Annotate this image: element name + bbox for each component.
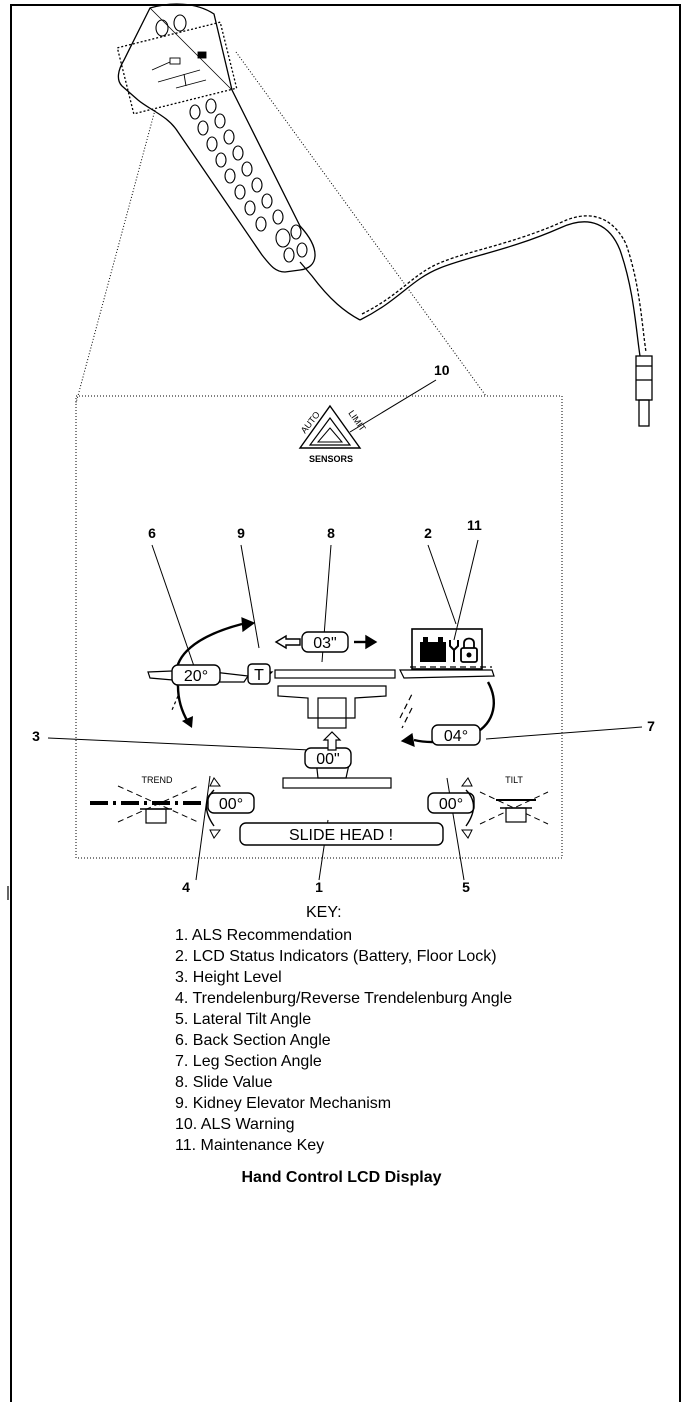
- callout-7: 7: [647, 718, 655, 734]
- slide-value: 03": [313, 635, 336, 652]
- limit-label: LIMIT: [346, 408, 368, 433]
- callout-5: 5: [462, 879, 470, 895]
- callout-8: 8: [327, 525, 335, 541]
- als-message: SLIDE HEAD !: [289, 827, 393, 844]
- callout-10: 10: [434, 362, 450, 378]
- callout-6: 6: [148, 525, 156, 541]
- back-angle-value: 20°: [184, 668, 208, 685]
- key-item: 1. ALS Recommendation: [175, 927, 352, 944]
- leader-10: [349, 379, 437, 433]
- lock-icon: [460, 637, 478, 663]
- trend-label: TREND: [142, 775, 173, 785]
- callout-11: 11: [467, 517, 482, 533]
- battery-icon: [420, 637, 446, 662]
- height-arrow-icon: [322, 731, 342, 751]
- wrench-icon: [449, 640, 459, 662]
- trend-angle-value: 00°: [219, 796, 243, 813]
- key-item: 3. Height Level: [175, 969, 282, 986]
- tilt-indicator: TILT: [461, 775, 549, 839]
- callout-3: 3: [32, 728, 40, 744]
- callout-9: 9: [237, 525, 245, 541]
- slide-arrows-icon: [274, 634, 378, 650]
- key-item: 5. Lateral Tilt Angle: [175, 1011, 312, 1028]
- key-item: 7. Leg Section Angle: [175, 1053, 322, 1070]
- zoom-leader: [75, 109, 156, 404]
- figure-caption: Hand Control LCD Display: [241, 1169, 442, 1186]
- callout-1: 1: [315, 879, 323, 895]
- trend-indicator: TREND: [90, 775, 221, 839]
- key-item: 8. Slide Value: [175, 1074, 273, 1091]
- key-item: 11. Maintenance Key: [175, 1137, 325, 1154]
- hand-control-figure: AUTO LIMIT SENSORS 10 6 9 8 2 11 3 7 4 1…: [7, 3, 655, 900]
- key-title: KEY:: [306, 904, 342, 921]
- zoom-leader: [235, 51, 487, 397]
- height-value: 00": [316, 751, 339, 768]
- kidney-value: T: [254, 667, 264, 684]
- key-item: 6. Back Section Angle: [175, 1032, 331, 1049]
- page-frame: [10, 4, 681, 1402]
- als-warning-icon: AUTO LIMIT SENSORS: [298, 404, 368, 464]
- key-list: 1. ALS Recommendation 2. LCD Status Indi…: [175, 925, 655, 1156]
- key-item: 9. Kidney Elevator Mechanism: [175, 1095, 392, 1112]
- sensors-label: SENSORS: [309, 454, 353, 464]
- lcd-display-box: [75, 395, 563, 859]
- key-item: 2. LCD Status Indicators (Battery, Floor…: [175, 948, 497, 965]
- tilt-label: TILT: [505, 775, 523, 785]
- tilt-angle-value: 00°: [439, 796, 463, 813]
- lcd-value-boxes: 20° T 03" 00" 04° 00° 00° SLIDE HEAD !: [171, 631, 481, 846]
- callout-4: 4: [182, 879, 190, 895]
- callout-2: 2: [424, 525, 432, 541]
- status-indicators: [411, 628, 483, 670]
- leg-angle-value: 04°: [444, 728, 468, 745]
- key-item: 10. ALS Warning: [175, 1116, 295, 1133]
- key-item: 4. Trendelenburg/Reverse Trendelenburg A…: [175, 990, 513, 1007]
- pendant: [116, 3, 653, 427]
